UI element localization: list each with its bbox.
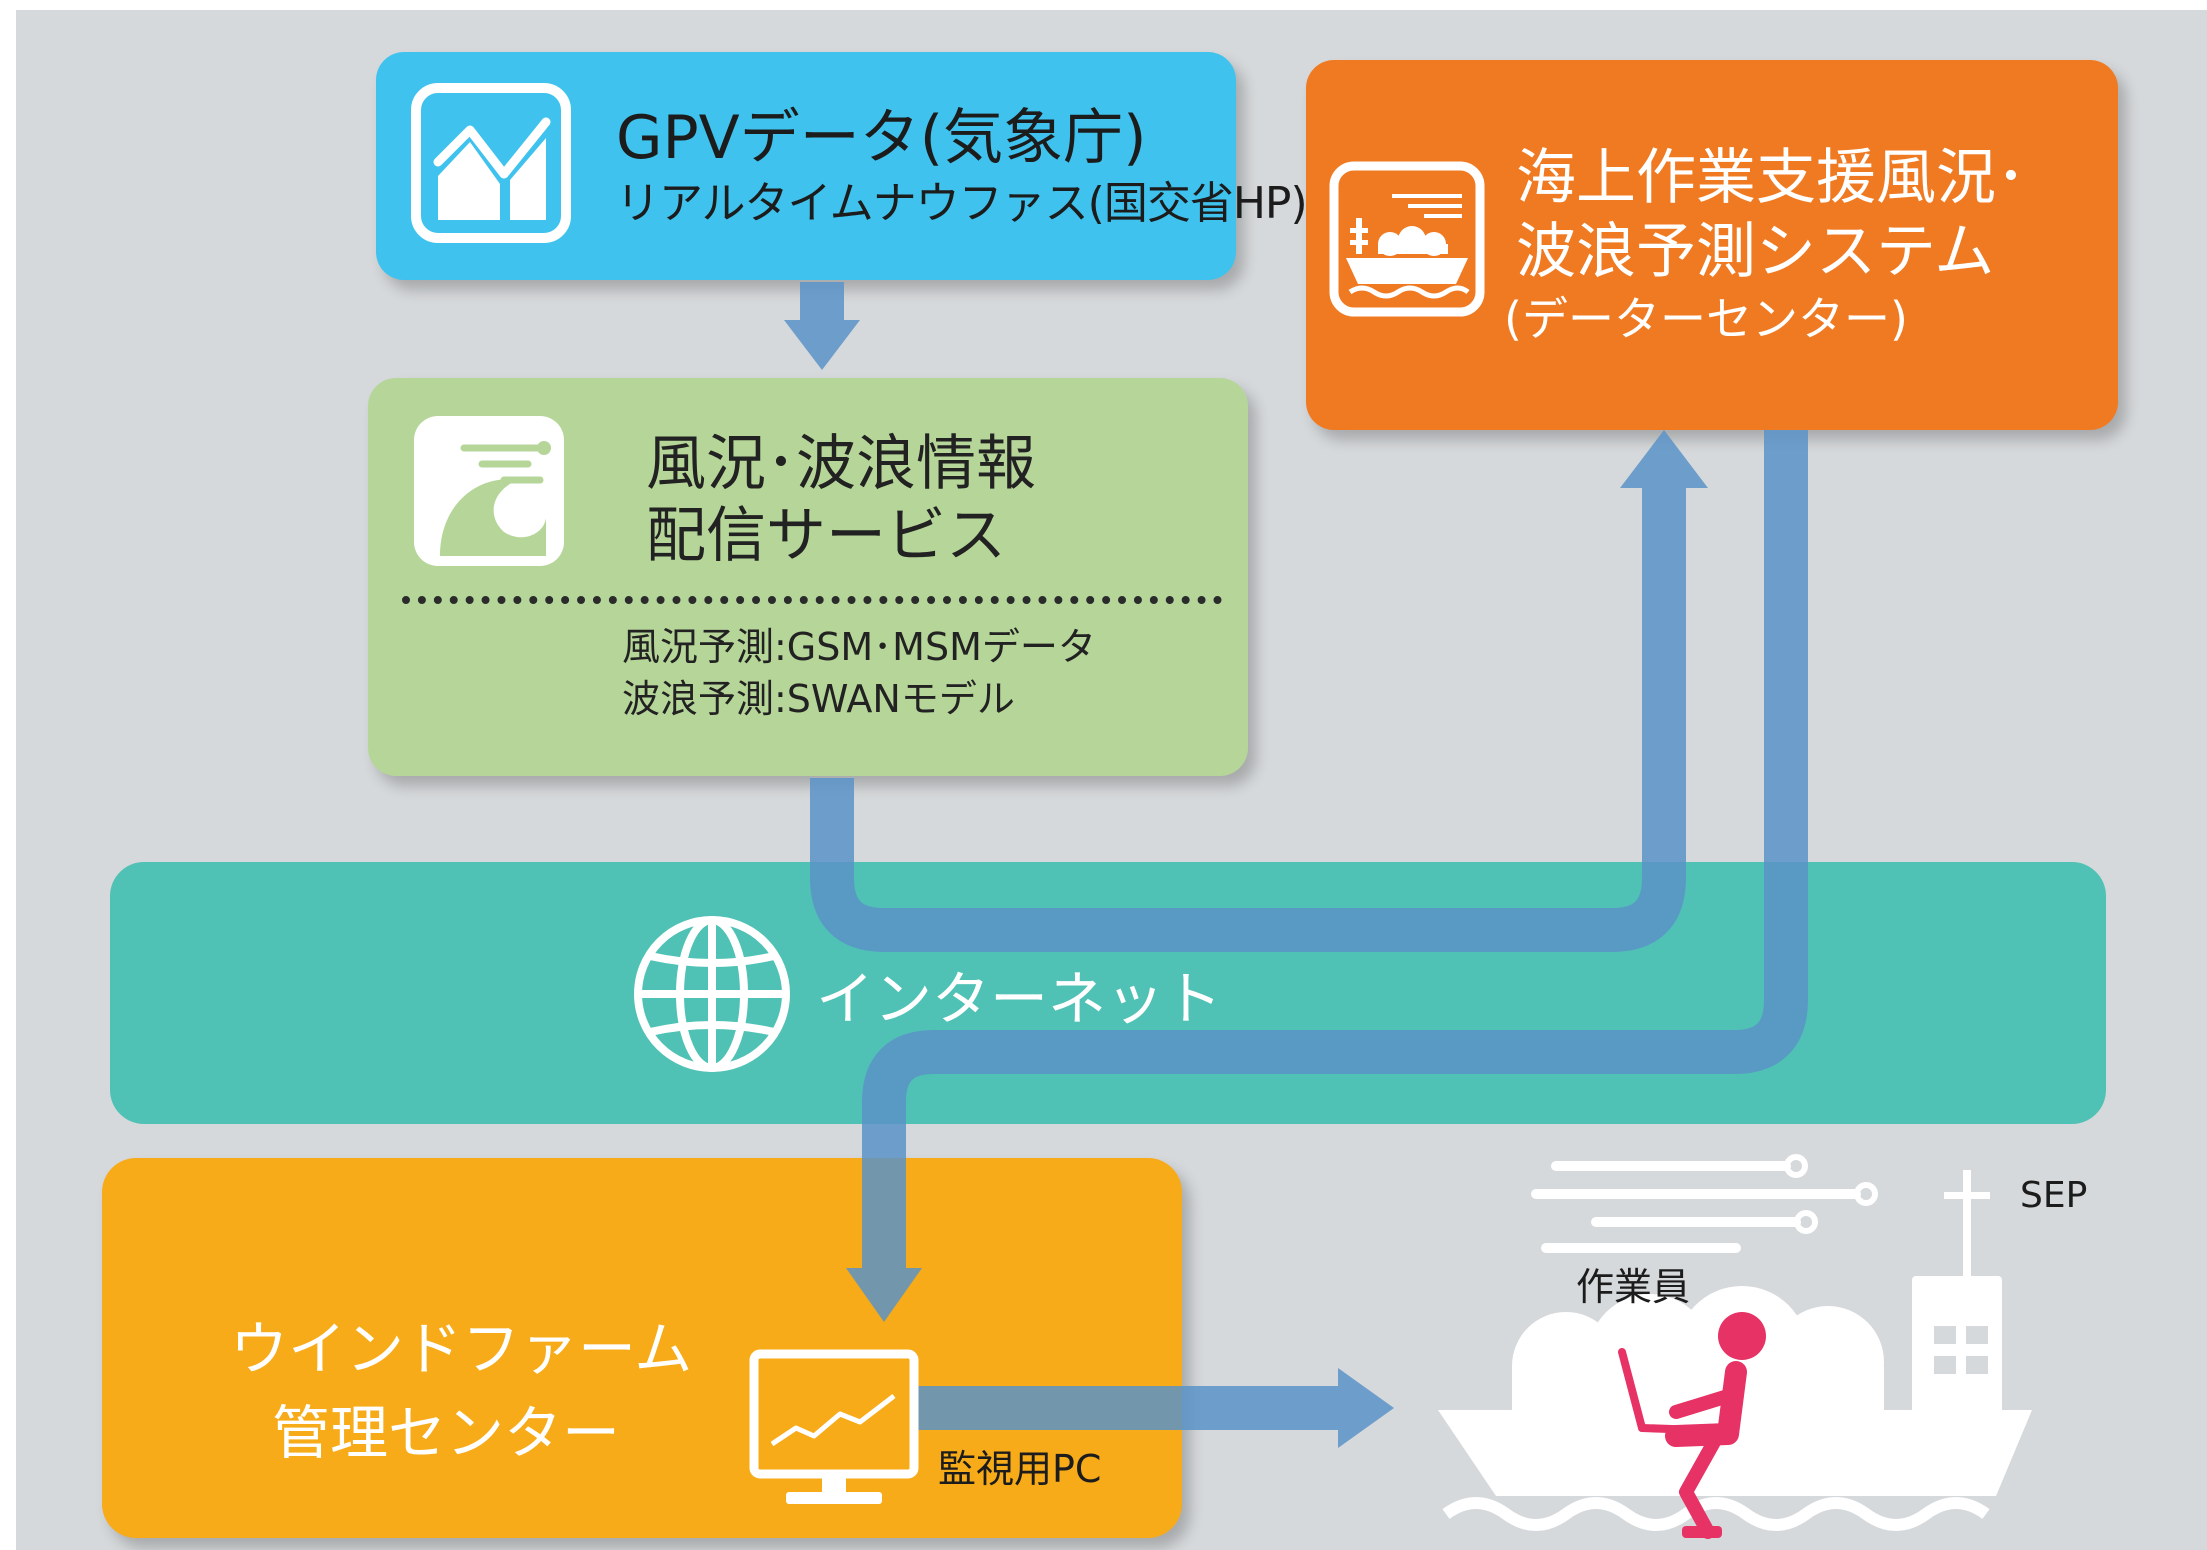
datacenter-title-line2: 波浪予測システム bbox=[1516, 217, 1995, 287]
worker-icon bbox=[1616, 1306, 1796, 1546]
line-chart-icon bbox=[408, 80, 574, 246]
internet-label: インターネット bbox=[816, 965, 1223, 1033]
arrow-wind-to-datacenter bbox=[810, 488, 1686, 952]
sep-vessel-icon bbox=[1436, 1130, 2036, 1550]
datacenter-title-line1: 海上作業支援風況･ bbox=[1516, 143, 2026, 213]
flow-arrows bbox=[784, 282, 1808, 1448]
wind-service-title-line1: 風況･波浪情報 bbox=[646, 429, 1036, 499]
gpv-subtitle: リアルタイムナウファス(国交省HP) bbox=[616, 178, 1308, 229]
wind-forecast-detail: 風況予測:GSM･MSMデータ bbox=[622, 625, 1096, 669]
diagram-canvas: GPVデータ(気象庁) リアルタイムナウファス(国交省HP) 海上作業支援風況･… bbox=[16, 10, 2207, 1550]
arrowhead-vessel bbox=[1338, 1368, 1394, 1448]
gpv-title: GPVデータ(気象庁) bbox=[616, 103, 1147, 173]
datacenter-title-line3: (データーセンター) bbox=[1504, 292, 1908, 346]
center-title-line2: 管理センター bbox=[272, 1399, 621, 1467]
windfarm-center-box bbox=[102, 1158, 1182, 1538]
monitor-icon bbox=[744, 1340, 924, 1520]
wind-lines-icon bbox=[1531, 1161, 1861, 1253]
arrowhead-wind bbox=[784, 320, 860, 370]
monitor-pc-label: 監視用PC bbox=[938, 1447, 1102, 1491]
ship-icon bbox=[1328, 160, 1486, 318]
sep-label: SEP bbox=[2020, 1175, 2088, 1216]
wave-forecast-detail: 波浪予測:SWANモデル bbox=[622, 677, 1015, 721]
center-title-line1: ウインドファーム bbox=[230, 1315, 693, 1383]
wave-icon bbox=[406, 408, 572, 574]
globe-icon bbox=[628, 910, 796, 1078]
arrow-datacenter-to-monitor bbox=[862, 430, 1808, 1268]
wind-service-title-line2: 配信サービス bbox=[646, 501, 1006, 571]
worker-label: 作業員 bbox=[1576, 1265, 1691, 1309]
arrowhead-monitor bbox=[846, 1268, 922, 1322]
arrowhead-datacenter bbox=[1620, 430, 1708, 488]
dotted-divider bbox=[402, 596, 1222, 604]
